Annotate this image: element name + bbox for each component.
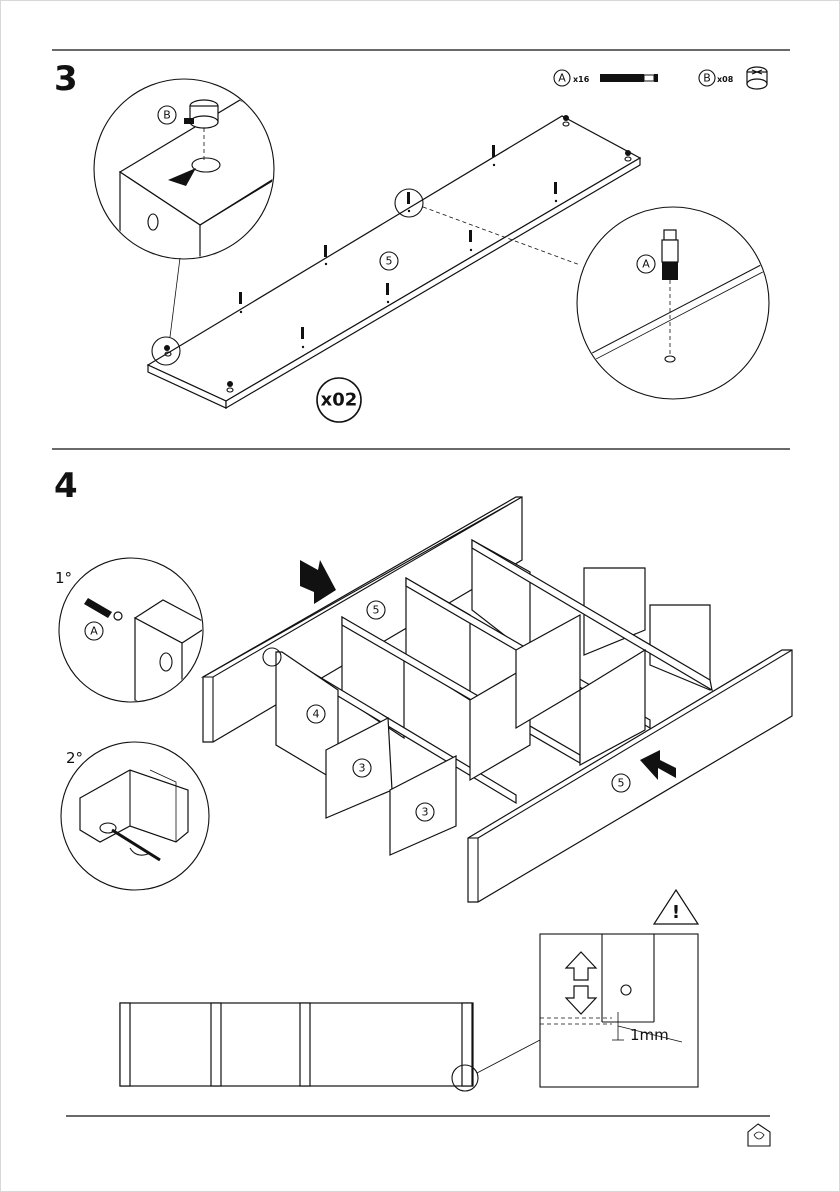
svg-text:!: ! — [672, 902, 680, 923]
front-view-gap-diagram — [120, 1003, 540, 1091]
cam-bolt-icon — [662, 230, 678, 362]
push-arrow-icon — [300, 560, 336, 604]
shelf-grid-assembly: 5 4 3 3 5 — [203, 497, 792, 902]
cam-bolt-icon — [600, 74, 658, 82]
step-3-number: 3 — [54, 59, 78, 99]
detail-right-label: A — [642, 258, 650, 271]
detail-circle-cam-bolt: A — [575, 207, 780, 399]
step-3-panel-label: 5 — [386, 255, 393, 268]
sub-step-1-ordinal: 1° — [55, 569, 72, 587]
step-4-number: 4 — [54, 466, 78, 506]
sub-step-2-ordinal: 2° — [66, 749, 83, 767]
cam-bolt-icon — [84, 598, 122, 620]
step-4-panel-label-2: 4 — [313, 708, 320, 721]
brand-logo-icon — [748, 1124, 770, 1146]
sub-step-1-label: A — [90, 625, 98, 638]
part-a-qty: x16 — [573, 75, 590, 84]
step-4-panel-label-3: 3 — [359, 762, 366, 775]
part-a-legend: A x16 — [554, 70, 658, 86]
arrow-up-icon — [566, 952, 596, 980]
step-4-panel-label-1: 5 — [373, 604, 380, 617]
detail-circle-insert-bolt: A — [59, 558, 210, 720]
part-a-id: A — [558, 72, 566, 85]
step-4-panel-label-4: 3 — [422, 806, 429, 819]
detail-circle-cam-lock: B — [94, 79, 320, 300]
multiplier-text: x02 — [321, 390, 358, 411]
cam-lock-icon — [747, 67, 767, 89]
cam-lock-icon — [184, 100, 218, 128]
part-b-qty: x08 — [717, 75, 734, 84]
part-b-id: B — [703, 72, 711, 85]
warning-measurement: 1mm — [630, 1026, 669, 1044]
arrow-down-icon — [566, 986, 596, 1014]
warning-detail: ! 1mm — [540, 890, 698, 1087]
step-4-panel-label-5: 5 — [618, 777, 625, 790]
part-b-legend: B x08 — [699, 67, 767, 89]
detail-circle-tighten-cam — [61, 742, 209, 890]
detail-left-label: B — [163, 109, 171, 122]
